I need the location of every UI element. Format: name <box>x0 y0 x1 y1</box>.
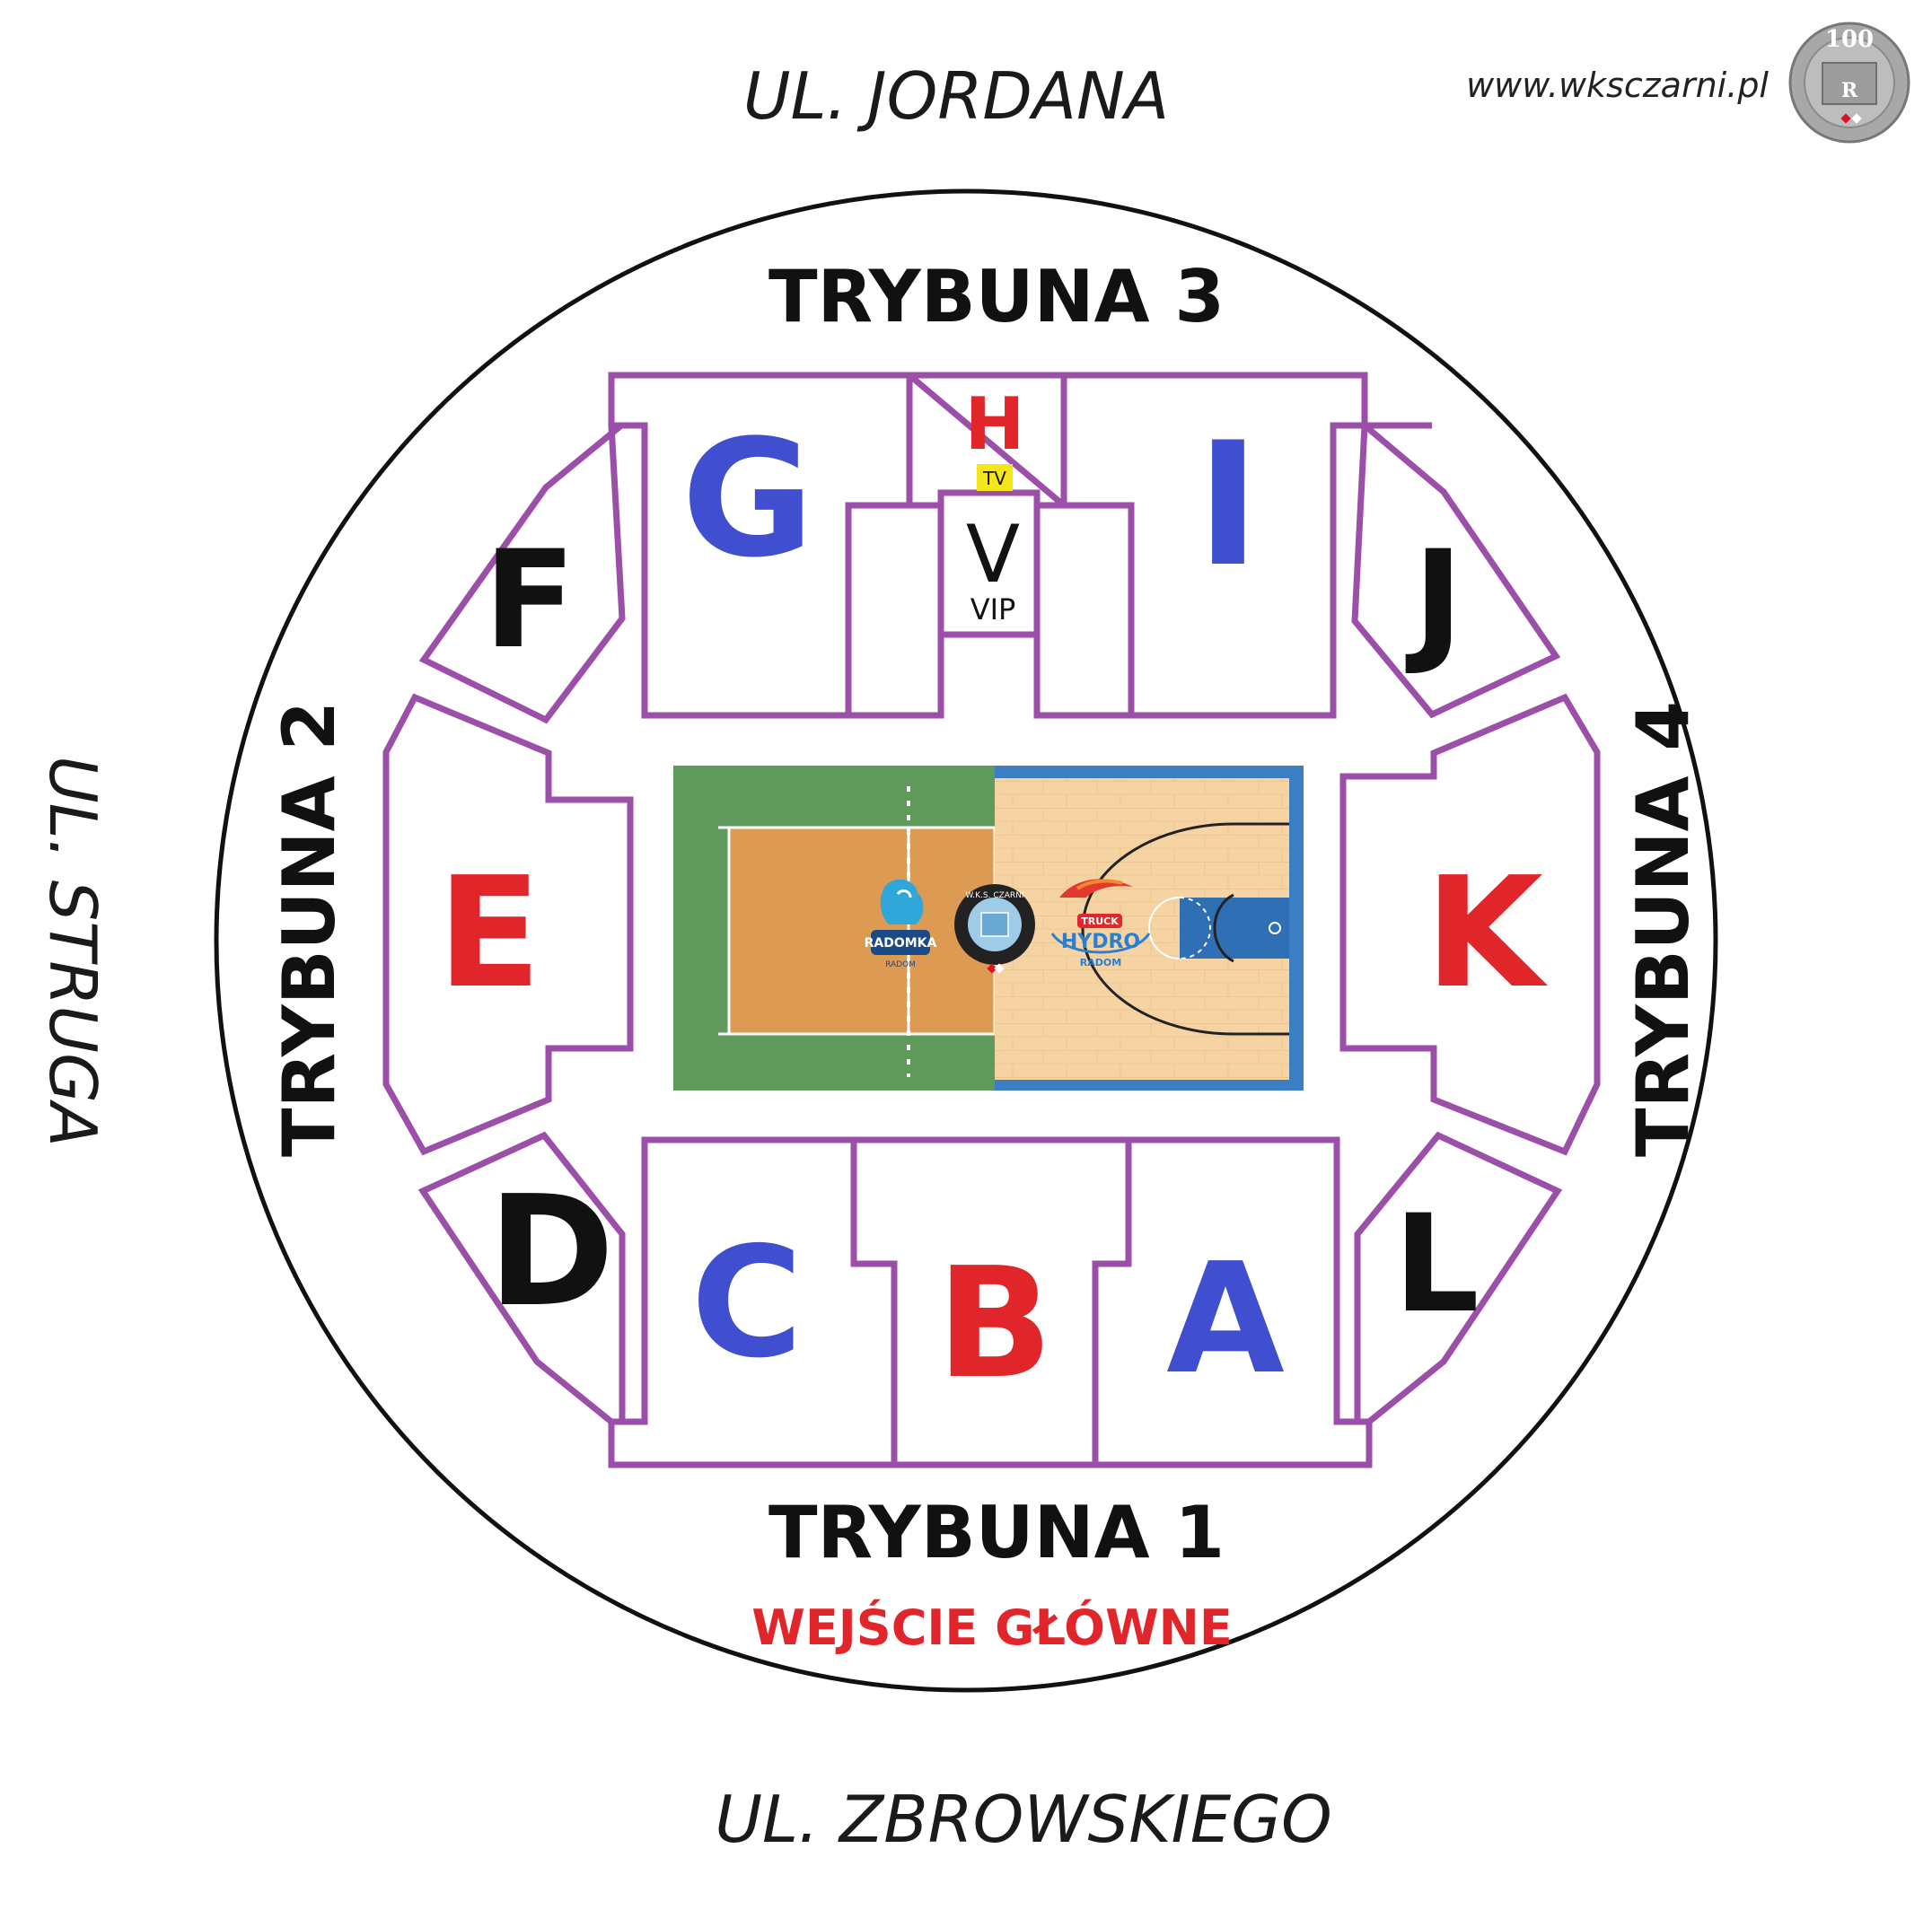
vip-letter: V <box>966 508 1020 600</box>
tv-label: TV <box>982 468 1006 489</box>
sector-a[interactable] <box>1092 1136 1373 1468</box>
sector-e-letter: E <box>437 845 541 1022</box>
sector-d-letter: D <box>487 1163 614 1341</box>
website-link[interactable]: www.wksczarni.pl <box>1466 66 1769 105</box>
basket-hoop <box>1269 922 1281 934</box>
sector-h-letter: H <box>965 382 1025 466</box>
club-emblem: 100 R <box>1788 22 1910 144</box>
czarni-logo-text: W.K.S. CZARNI <box>965 891 1023 900</box>
stand-3-title: TRYBUNA 3 <box>768 255 1225 338</box>
sector-k[interactable] <box>1339 693 1601 1156</box>
street-west: UL. STRUGA <box>35 756 110 1147</box>
paint-area <box>1180 898 1289 959</box>
radomka-logo: RADOMKA RADOM <box>865 879 937 969</box>
tv-badge <box>977 464 1013 491</box>
volleyball-court <box>727 826 997 1036</box>
sector-l-letter: L <box>1393 1187 1480 1343</box>
sector-e[interactable] <box>382 693 634 1156</box>
sector-c-letter: C <box>691 1214 804 1392</box>
hydrotruck-logo: TRUCK HYDRO RADOM <box>1050 879 1151 968</box>
sector-vip[interactable] <box>937 489 1041 638</box>
hydrotruck-logo-top: TRUCK <box>1081 916 1119 927</box>
emblem-number: 100 <box>1825 26 1874 53</box>
radomka-logo-subtext: RADOM <box>885 960 916 969</box>
hydrotruck-logo-main: HYDRO <box>1061 931 1140 953</box>
czarni-logo: W.K.S. CZARNI <box>954 884 1035 974</box>
sector-b-letter: B <box>936 1235 1053 1413</box>
emblem-letter: R <box>1841 79 1858 102</box>
sector-k-letter: K <box>1425 845 1548 1022</box>
main-entrance-label: WEJŚCIE GŁÓWNE <box>751 1599 1232 1656</box>
street-south: UL. ZBROWSKIEGO <box>715 1782 1331 1857</box>
sector-f[interactable] <box>418 422 645 724</box>
sector-f-letter: F <box>484 522 575 679</box>
vip-label: VIP <box>970 592 1016 626</box>
sector-g-letter: G <box>681 406 814 593</box>
sector-j-letter: J <box>1405 522 1463 679</box>
arena-outline <box>214 188 1718 1693</box>
stand-2-title: TRYBUNA 2 <box>268 701 351 1157</box>
sector-a-letter: A <box>1166 1231 1285 1408</box>
sector-l[interactable] <box>1354 1131 1563 1425</box>
radomka-logo-text: RADOMKA <box>865 936 937 951</box>
street-north: UL. JORDANA <box>743 58 1169 134</box>
three-point-line <box>1081 822 1289 1036</box>
sector-i[interactable] <box>1060 372 1368 719</box>
sector-i-letter: I <box>1197 406 1260 604</box>
sector-j[interactable] <box>1351 422 1561 719</box>
stand-4-title: TRYBUNA 4 <box>1621 701 1705 1157</box>
playing-field <box>673 766 1304 1091</box>
stand-1-title: TRYBUNA 1 <box>768 1491 1225 1574</box>
hydrotruck-logo-sub: RADOM <box>1080 957 1121 968</box>
